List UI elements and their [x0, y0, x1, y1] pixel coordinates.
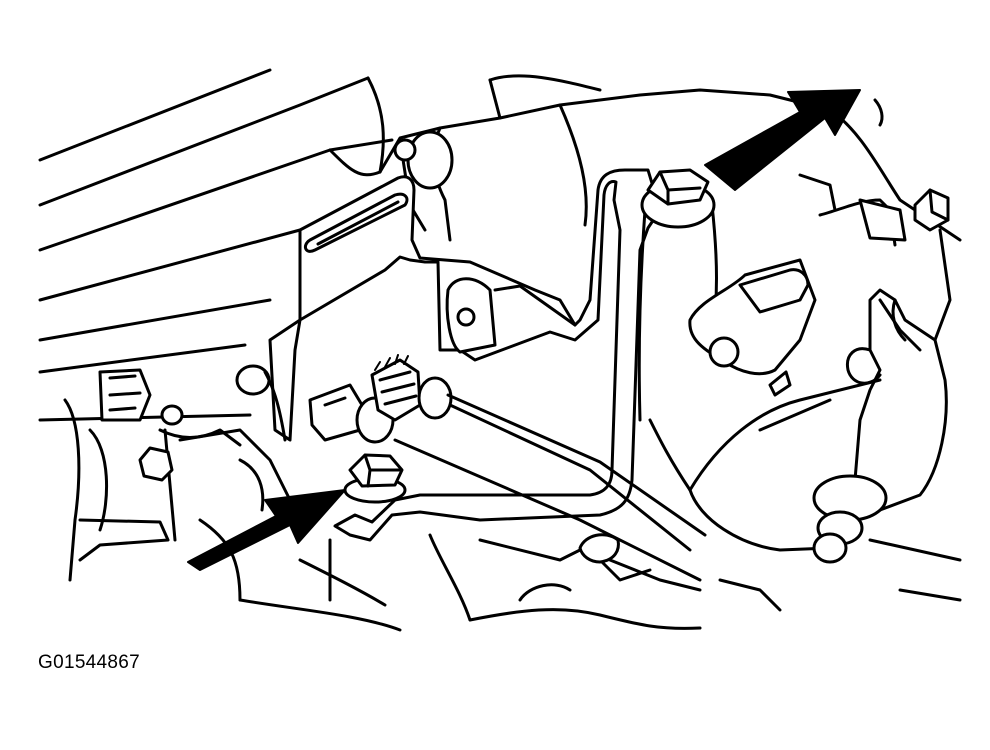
arrow-lower: [187, 489, 346, 571]
sensor-connector: [308, 354, 707, 582]
lower-right-cylinder: [648, 378, 888, 564]
upper-bolt: [646, 168, 710, 206]
engine-bracket-illustration: [38, 68, 962, 632]
mounting-bracket: [268, 168, 662, 542]
right-linkage: [688, 173, 952, 397]
left-pivot: [235, 364, 287, 442]
left-bracket: [63, 368, 242, 582]
right-clamp: [845, 288, 948, 512]
side-tab: [445, 277, 577, 354]
upper-frame: [38, 68, 394, 422]
lower-engine-block: [178, 428, 962, 632]
figure-code: G01544867: [38, 652, 141, 673]
lower-bolt: [343, 453, 407, 504]
arrow-upper: [704, 89, 861, 191]
upper-pivot: [393, 130, 454, 232]
